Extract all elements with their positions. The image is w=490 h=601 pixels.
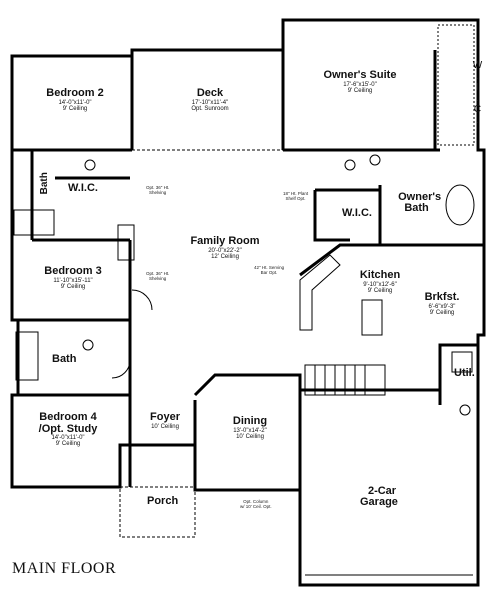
room-name: Dining xyxy=(232,415,268,427)
room-ceiling: 9' Ceiling xyxy=(429,309,455,316)
room-bedroom4: Bedroom 4 /Opt. Study 14'-0"x11'-0" 9' C… xyxy=(28,411,108,448)
bathtub xyxy=(445,184,475,226)
room-dims: 13'-0"x14'-2" xyxy=(233,427,267,434)
room-wic-owner: W.I.C. xyxy=(442,60,483,126)
room-dims: 6'-6"x9'-3" xyxy=(428,303,456,310)
room-bedroom2: Bedroom 2 14'-0"x11'-0" 9' Ceiling xyxy=(30,87,120,112)
room-ceiling: 9' Ceiling xyxy=(60,283,86,290)
fireplace xyxy=(117,224,135,261)
room-name: Deck xyxy=(196,87,224,99)
wall-garage xyxy=(298,343,478,585)
room-brkfst: Brkfst. 6'-6"x9'-3" 9' Ceiling xyxy=(412,291,472,316)
room-name: Owner's Suite xyxy=(323,69,397,81)
room-owners-suite: Owner's Suite 17'-6"x15'-0" 9' Ceiling xyxy=(310,69,410,94)
room-ceiling: 9' Ceiling xyxy=(367,287,393,294)
room-name: Family Room xyxy=(190,235,260,247)
room-ceiling: 10' Ceiling xyxy=(236,433,264,440)
wall-owners-suite xyxy=(281,50,440,152)
porch-outline xyxy=(119,486,196,538)
sink xyxy=(82,339,94,351)
toilet xyxy=(344,159,356,171)
floor-title: MAIN FLOOR xyxy=(12,560,117,577)
room-dims: 9'-10"x12'-6" xyxy=(363,281,397,288)
room-dims: 11'-10"x15'-11" xyxy=(53,277,93,284)
wall-bath-lower xyxy=(12,320,132,397)
room-bath-upper: Bath xyxy=(38,172,51,195)
kitchen-counter xyxy=(299,254,341,331)
note-shelving-top: Opt. 36" Ht. Shelving xyxy=(146,185,170,195)
kitchen-island xyxy=(361,299,383,336)
room-dims: 20'-0"x22'-2" xyxy=(208,247,242,254)
room-ceiling: 9' Ceiling xyxy=(347,87,373,94)
room-ceiling: 9' Ceiling xyxy=(55,441,81,448)
note-serving-bar: 42" Ht. Serving Bar Opt. xyxy=(254,265,285,275)
room-name: W.I.C. xyxy=(68,182,98,194)
room-ceiling: 9' Ceiling xyxy=(62,105,88,112)
door-swing xyxy=(111,359,131,379)
room-name: W.I.C. xyxy=(342,207,372,219)
note-shelving-bottom: Opt. 36" Ht. Shelving xyxy=(146,271,170,281)
note-porch: Opt. Column w/ 10' Ceil. Opt. xyxy=(240,499,272,509)
wall-wic-center xyxy=(313,188,380,242)
room-dining: Dining 13'-0"x14'-2" 10' Ceiling xyxy=(215,415,285,440)
room-bedroom3: Bedroom 3 11'-10"x15'-11" 9' Ceiling xyxy=(28,265,118,290)
room-name: 2-Car Garage xyxy=(360,484,398,509)
room-name: Kitchen xyxy=(359,269,401,281)
room-foyer: Foyer 10' Ceiling xyxy=(140,411,190,430)
room-name: Brkfst. xyxy=(424,291,460,303)
wall-kitchen xyxy=(299,243,484,277)
floor-drain xyxy=(459,404,471,416)
room-ceiling: 12' Ceiling xyxy=(211,253,239,260)
tub-left xyxy=(15,331,39,381)
room-kitchen: Kitchen 9'-10"x12'-6" 9' Ceiling xyxy=(345,269,415,294)
room-name: Bedroom 3 xyxy=(44,265,102,277)
room-name: Bath xyxy=(38,172,50,195)
door-swing xyxy=(131,289,153,311)
room-name: Foyer xyxy=(150,411,180,423)
room-deck: Deck 17'-10"x11'-4" Opt. Sunroom xyxy=(165,87,255,112)
room-name: Owner's Bath xyxy=(398,190,442,215)
room-owners-bath: Owner's Bath xyxy=(392,180,441,215)
garage-stairs xyxy=(304,364,386,396)
tub-upper xyxy=(13,209,55,236)
room-name: W.I.C. xyxy=(472,60,483,126)
water-heater xyxy=(451,351,473,373)
room-name: Porch xyxy=(147,495,179,507)
wall-bath-upper xyxy=(30,150,130,242)
room-wic-center: W.I.C. xyxy=(342,207,372,220)
room-garage: 2-Car Garage xyxy=(360,474,398,509)
wic-shelving xyxy=(437,24,475,146)
room-bath-lower: Bath xyxy=(52,353,77,366)
room-ceiling: 10' Ceiling xyxy=(151,423,179,430)
note-plant-shelf: 18" Ht. Plant Shelf Opt. xyxy=(283,191,309,201)
toilet xyxy=(84,159,96,171)
room-dims: 14'-0"x11'-0" xyxy=(58,99,92,106)
room-dims: 14'-0"x11'-0" xyxy=(51,435,85,442)
room-name: Bath xyxy=(52,353,77,365)
room-name: Util. xyxy=(454,367,475,379)
room-name: Bedroom 2 xyxy=(46,87,104,99)
room-name: Bedroom 4 /Opt. Study xyxy=(38,411,98,435)
room-family-room: Family Room 20'-0"x22'-2" 12' Ceiling xyxy=(180,235,270,260)
room-util: Util. xyxy=(454,367,475,380)
room-ceiling: Opt. Sunroom xyxy=(191,105,229,112)
wall-bedroom3 xyxy=(10,240,132,322)
toilet xyxy=(369,154,381,166)
room-dims: 17'-6"x15'-0" xyxy=(343,81,377,88)
room-dims: 17'-10"x11'-4" xyxy=(191,99,229,106)
room-wic-left: W.I.C. xyxy=(68,182,98,195)
room-porch: Porch xyxy=(147,495,179,508)
